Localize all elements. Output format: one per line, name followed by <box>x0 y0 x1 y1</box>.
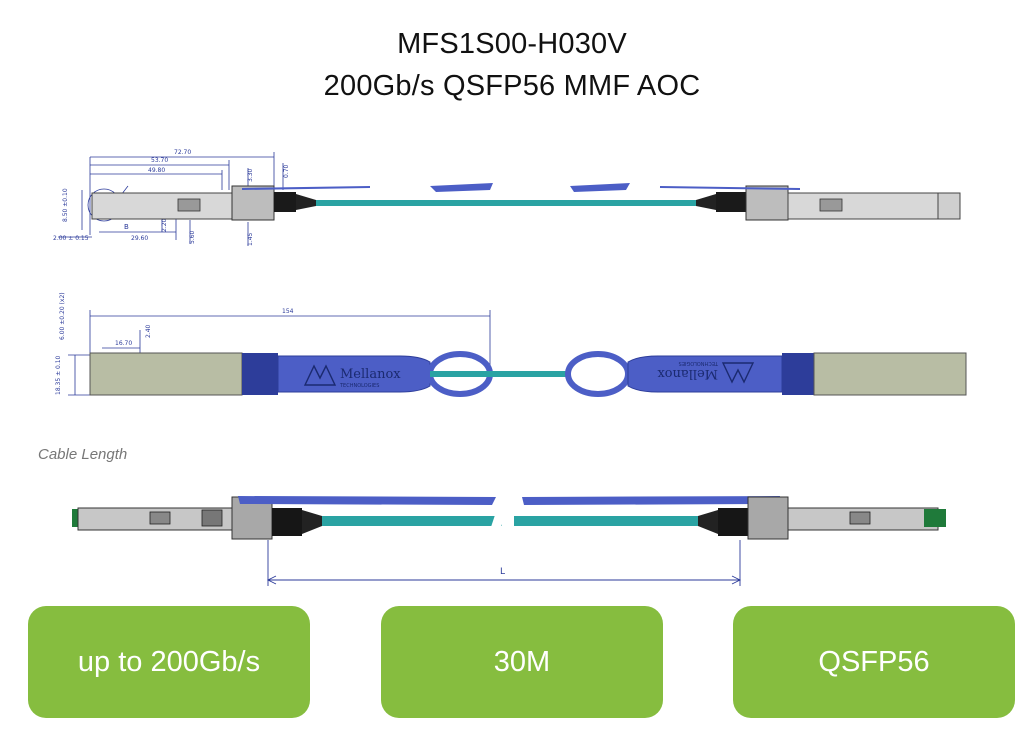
side-pull-loop-right <box>565 351 631 397</box>
side-view: 6.00 ±0.20 (x2) 154 2.40 16.70 18.35 ± 0… <box>55 292 967 397</box>
brand-logo-right: Mellanox <box>657 366 718 381</box>
top-cable <box>316 200 696 206</box>
length-badge-label: 30M <box>493 645 551 678</box>
form-factor-badge-label: QSFP56 <box>818 645 930 678</box>
cable-length-symbol: L <box>500 567 505 577</box>
dim-3-30: 3.30 <box>247 168 254 182</box>
side-cable <box>430 371 600 377</box>
dim-2-00: 2.00 ± 0.15 <box>53 235 89 242</box>
speed-badge-label: up to 200Gb/s <box>77 645 261 678</box>
side-right-shell <box>813 352 967 396</box>
detail-b-label: B <box>124 223 129 231</box>
brand-logo-left: Mellanox <box>340 367 401 382</box>
cable-length-caption: Cable Length <box>38 446 128 463</box>
top-pull-tab-right <box>570 183 630 192</box>
mellanox-mark-left <box>303 364 337 386</box>
brand-tagline-right: TECHNOLOGIES <box>679 360 719 366</box>
side-left-shell <box>89 352 243 396</box>
length-pull-tab-left <box>238 496 496 505</box>
top-pull-tab-left <box>430 183 493 192</box>
top-view: 72.70 53.70 49.80 3.30 0.70 8.50 ±0.10 2… <box>53 149 961 246</box>
dim-16-70: 16.70 <box>115 340 132 347</box>
length-cable-left <box>322 516 502 526</box>
dim-8-50: 8.50 ±0.10 <box>62 188 69 222</box>
dim-154: 154 <box>282 308 294 315</box>
length-pull-tab-right <box>522 496 780 505</box>
side-left-overmold <box>277 355 431 393</box>
form-factor-badge: QSFP56 <box>733 606 1015 718</box>
dim-2-40: 2.40 <box>145 324 152 338</box>
dim-29-60: 29.60 <box>131 235 148 242</box>
dim-0-70: 0.70 <box>283 164 290 178</box>
mellanox-mark-right <box>721 362 755 384</box>
dim-53-70: 53.70 <box>151 157 168 164</box>
top-left-connector <box>91 185 371 221</box>
dim-18-35: 18.35 ± 0.10 <box>55 355 62 395</box>
dim-1-45: 1.45 <box>247 232 254 246</box>
product-model-title: MFS1S00-H030V <box>397 28 627 60</box>
cable-length-view: L <box>72 496 946 586</box>
dim-5-60: 5.60 <box>189 230 196 244</box>
top-right-connector <box>659 185 961 221</box>
brand-tagline-left: TECHNOLOGIES <box>339 383 379 389</box>
dim-6-00: 6.00 ±0.20 (x2) <box>59 292 66 340</box>
dim-72-70: 72.70 <box>174 149 191 156</box>
dim-2-20: 2.20 <box>161 218 168 232</box>
length-cable-right <box>514 516 698 526</box>
speed-badge: up to 200Gb/s <box>28 606 310 718</box>
product-description-title: 200Gb/s QSFP56 MMF AOC <box>323 70 701 102</box>
length-badge: 30M <box>381 606 663 718</box>
dim-49-80: 49.80 <box>148 167 165 174</box>
